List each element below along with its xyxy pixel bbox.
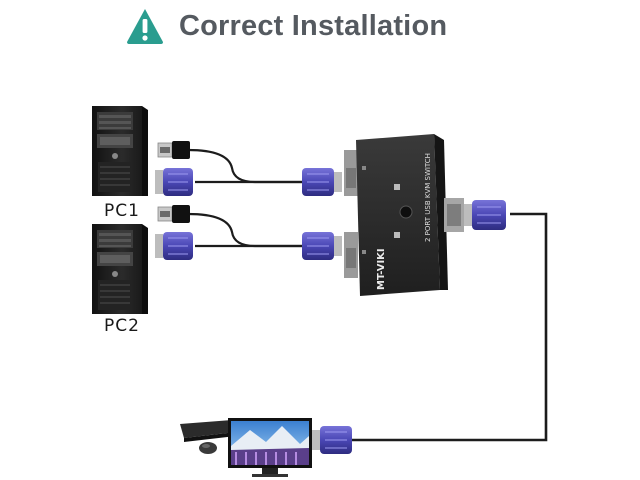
monitor [228,418,312,477]
cables [187,148,548,442]
pc2-tower [92,224,148,314]
pc2-vga-connector [155,232,193,260]
kvm-switch: MT-VIKI 2 PORT USB KVM SWITCH [344,134,464,296]
pc1-label: PC1 [104,201,140,221]
pc1-usb-plug [157,141,190,159]
monitor-vga-connector [312,426,352,454]
kvm-input2-vga-connector [302,232,342,260]
page-title: Correct Installation [179,9,448,42]
kvm-model-label: 2 PORT USB KVM SWITCH [424,153,432,242]
keyboard [180,420,236,442]
kvm-output-vga-connector [464,200,506,230]
kvm-input1-vga-connector [302,168,342,196]
pc2-usb-cable [187,212,302,248]
pc1-tower [92,106,148,196]
pc1-usb-cable [187,148,302,184]
header: Correct Installation [125,4,447,48]
monitor-cable [352,212,548,442]
pc1-vga-connector [155,168,193,196]
mouse [199,442,217,454]
pc2-label: PC2 [104,316,140,336]
kvm-brand-label: MT-VIKI [376,248,387,290]
pc2-usb-plug [157,205,190,223]
warning-icon [127,9,163,44]
